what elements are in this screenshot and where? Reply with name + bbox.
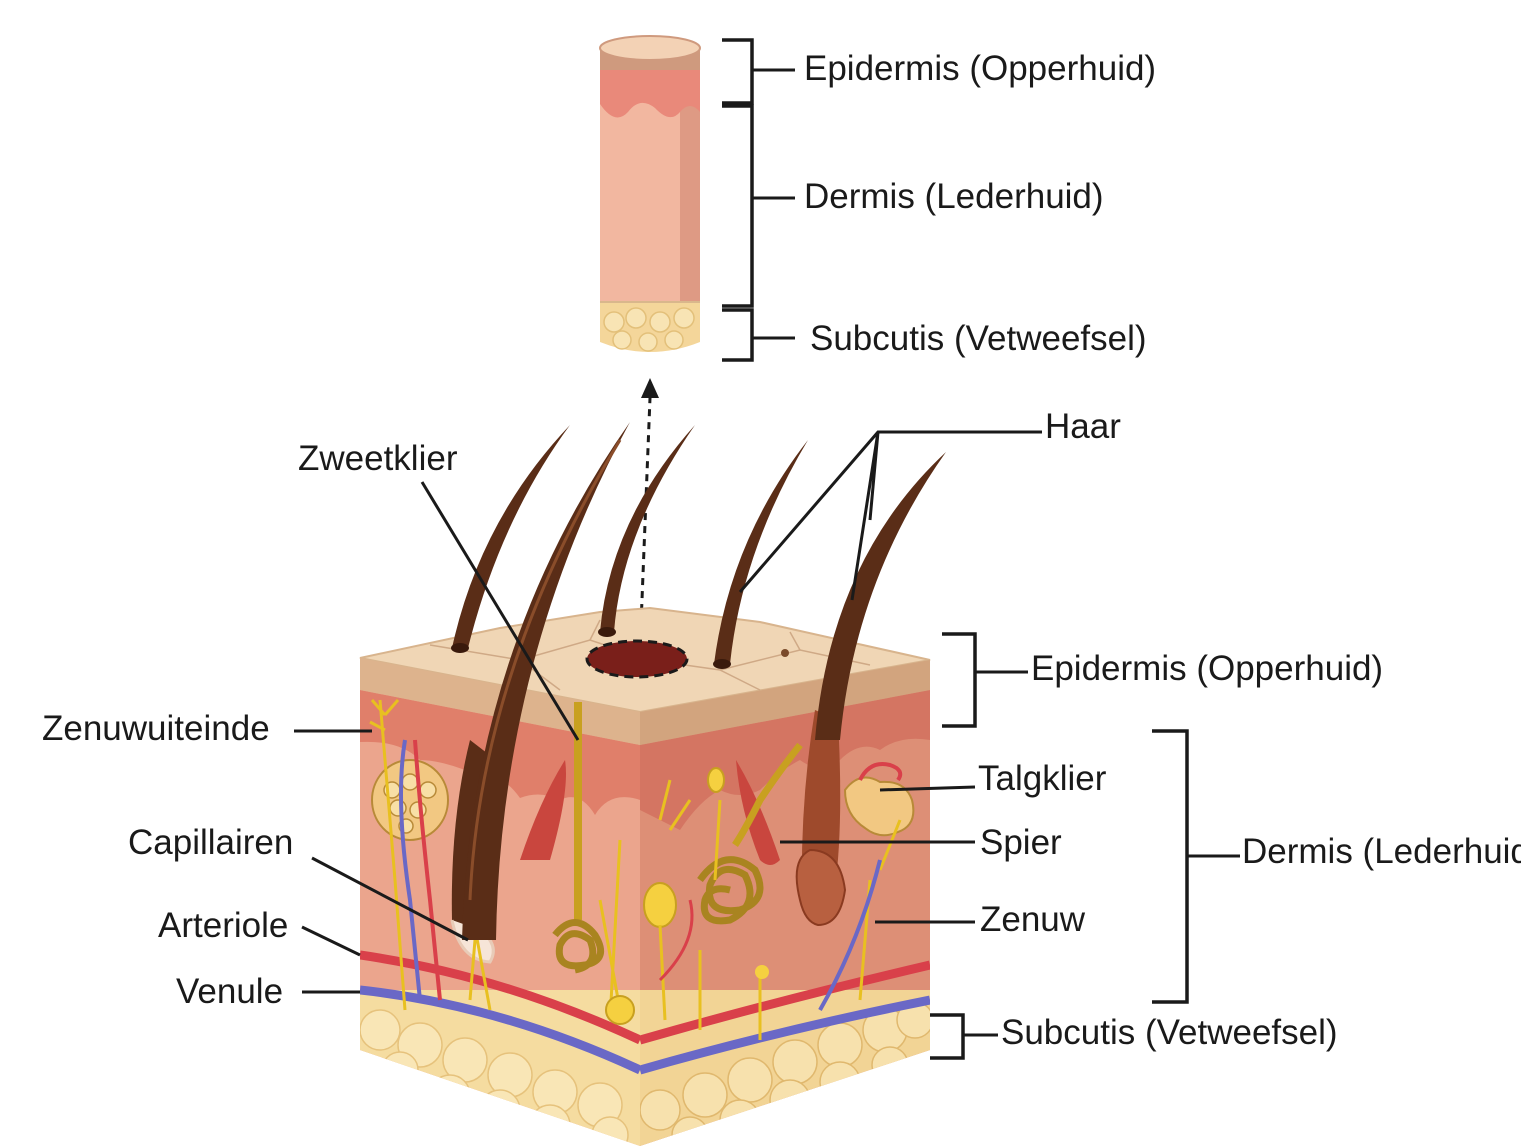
label-subcutis: Subcutis (Vetweefsel) [1001,1013,1338,1052]
label-talgklier: Talgklier [978,759,1107,798]
core-label-epidermis: Epidermis (Opperhuid) [804,49,1156,88]
label-zweetklier: Zweetklier [298,439,458,478]
skin-core-sample [600,36,700,352]
core-bracket-dermis [722,106,795,306]
label-haar: Haar [1045,407,1121,446]
core-label-dermis: Dermis (Lederhuid) [804,177,1104,216]
label-zenuw: Zenuw [980,900,1086,939]
core-bracket-epidermis [722,40,795,103]
label-zenuwuiteinde: Zenuwuiteinde [42,709,270,748]
label-venule: Venule [176,972,283,1011]
label-dermis: Dermis (Lederhuid) [1242,832,1521,871]
label-arteriole: Arteriole [158,906,288,945]
label-epidermis: Epidermis (Opperhuid) [1031,649,1383,688]
label-spier: Spier [980,823,1062,862]
block-bracket-subcutis [930,1015,998,1058]
skin-block [360,608,933,1146]
label-capillairen: Capillairen [128,823,293,862]
core-label-subcutis: Subcutis (Vetweefsel) [810,319,1147,358]
block-bracket-epidermis [942,634,1028,726]
core-bracket-subcutis [722,310,795,360]
block-bracket-dermis [1152,731,1240,1002]
